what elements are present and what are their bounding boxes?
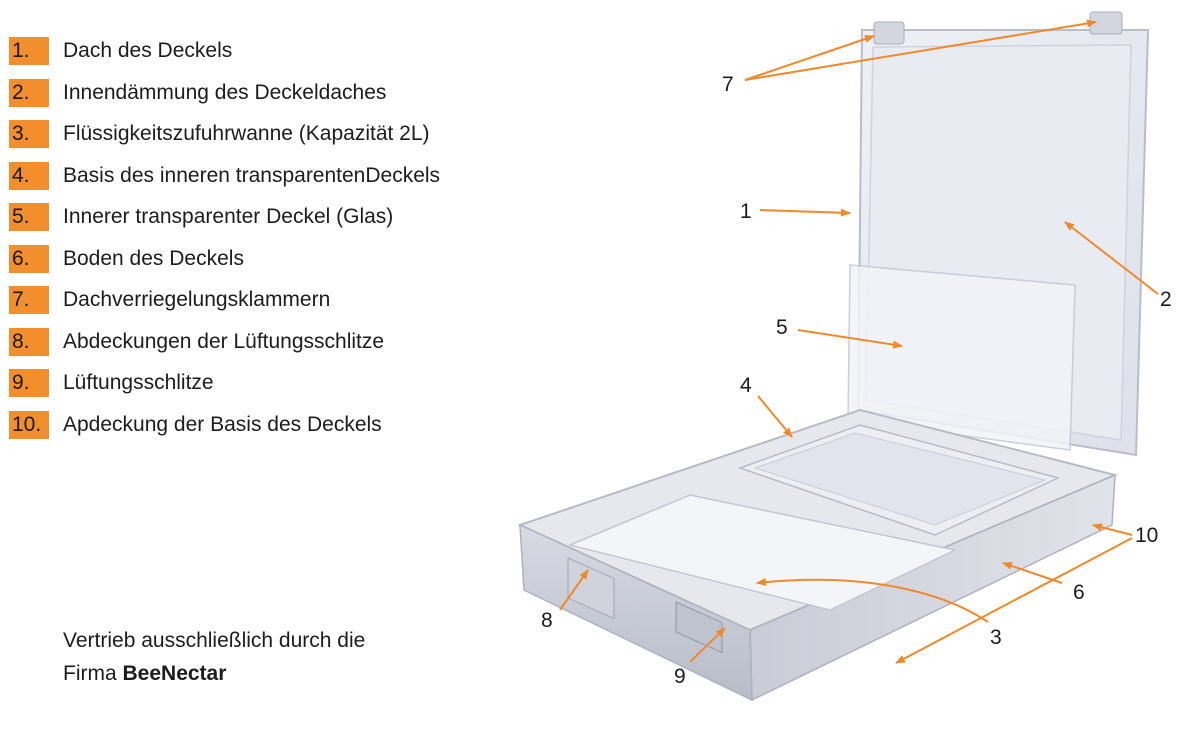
legend-item-9: 9. Lüftungsschlitze xyxy=(9,368,569,398)
legend-item-5: 5. Innerer transparenter Deckel (Glas) xyxy=(9,202,569,232)
inner-glass-cover xyxy=(847,264,1076,451)
note-prefix: Firma xyxy=(63,662,123,685)
legend-number: 3. xyxy=(9,120,49,148)
legend-label: Dachverriegelungsklammern xyxy=(63,288,331,311)
arrow-10 xyxy=(1092,523,1133,536)
legend-label: Innerer transparenter Deckel (Glas) xyxy=(63,205,394,228)
legend-number: 6. xyxy=(9,244,49,273)
callout-3: 3 xyxy=(990,626,1002,649)
legend-number: 9. xyxy=(9,369,49,397)
callout-1: 1 xyxy=(740,200,752,223)
legend-label: Apdeckung der Basis des Deckels xyxy=(63,412,382,436)
callout-8: 8 xyxy=(541,609,553,632)
legend-number: 4. xyxy=(9,161,49,190)
arrow-9 xyxy=(689,627,726,663)
vent-cover xyxy=(567,557,615,620)
callout-6: 6 xyxy=(1073,581,1085,604)
distribution-note: Vertrieb ausschließlich durch die Firma … xyxy=(63,624,365,690)
arrow-10b xyxy=(895,537,1133,664)
arrow-5 xyxy=(797,329,903,349)
legend-label: Dach des Deckels xyxy=(63,39,233,62)
arrow-7b xyxy=(744,19,1097,81)
inner-lid-opening xyxy=(753,432,1047,526)
legend-number: 1. xyxy=(9,37,49,65)
legend-number: 8. xyxy=(9,327,49,356)
callout-labels: 7 1 2 5 4 10 6 3 8 9 xyxy=(541,73,1172,688)
legend-label: Basis des inneren transparentenDeckels xyxy=(63,163,441,187)
arrow-3 xyxy=(756,578,989,623)
legend-label: Abdeckungen der Lüftungsschlitze xyxy=(63,329,385,353)
legend-label: Lüftungsschlitze xyxy=(63,371,214,394)
legend-item-4: 4. Basis des inneren transparentenDeckel… xyxy=(9,161,569,191)
legend-item-3: 3. Flüssigkeitszufuhrwanne (Kapazität 2L… xyxy=(9,119,569,149)
note-line-2: Firma BeeNectar xyxy=(63,657,365,690)
vent-slot xyxy=(675,601,723,654)
legend-item-1: 1. Dach des Deckels xyxy=(9,36,569,66)
legend-number: 7. xyxy=(9,286,49,314)
callout-7: 7 xyxy=(722,73,734,96)
callout-5: 5 xyxy=(776,316,788,339)
arrow-6 xyxy=(1002,562,1063,584)
callout-10: 10 xyxy=(1135,524,1158,547)
feeder-illustration xyxy=(517,11,1150,702)
callout-2: 2 xyxy=(1160,288,1172,311)
legend-item-10: 10. Apdeckung der Basis des Deckels xyxy=(9,410,569,440)
legend-label: Flüssigkeitszufuhrwanne (Kapazität 2L) xyxy=(63,122,430,145)
legend-item-7: 7. Dachverriegelungsklammern xyxy=(9,285,569,315)
arrow-2 xyxy=(1064,221,1159,295)
legend-label: Innendämmung des Deckeldaches xyxy=(63,80,387,104)
arrow-1 xyxy=(759,208,851,217)
arrow-7a xyxy=(744,35,875,81)
legend-number: 2. xyxy=(9,78,49,107)
legend-number: 10. xyxy=(9,410,49,439)
legend-item-8: 8. Abdeckungen der Lüftungsschlitze xyxy=(9,327,569,357)
legend-label: Boden des Deckels xyxy=(63,246,244,270)
legend-number: 5. xyxy=(9,203,49,231)
legend-item-6: 6. Boden des Deckels xyxy=(9,244,569,274)
callout-4: 4 xyxy=(740,374,752,397)
note-line-1: Vertrieb ausschließlich durch die xyxy=(63,629,366,652)
callout-9: 9 xyxy=(674,665,686,688)
roof-clip-left xyxy=(873,21,905,45)
arrow-4 xyxy=(757,395,793,438)
brand-name: BeeNectar xyxy=(122,662,227,685)
legend-item-2: 2. Innendämmung des Deckeldaches xyxy=(9,78,569,108)
callout-arrows xyxy=(559,19,1159,664)
arrow-8 xyxy=(559,569,589,611)
